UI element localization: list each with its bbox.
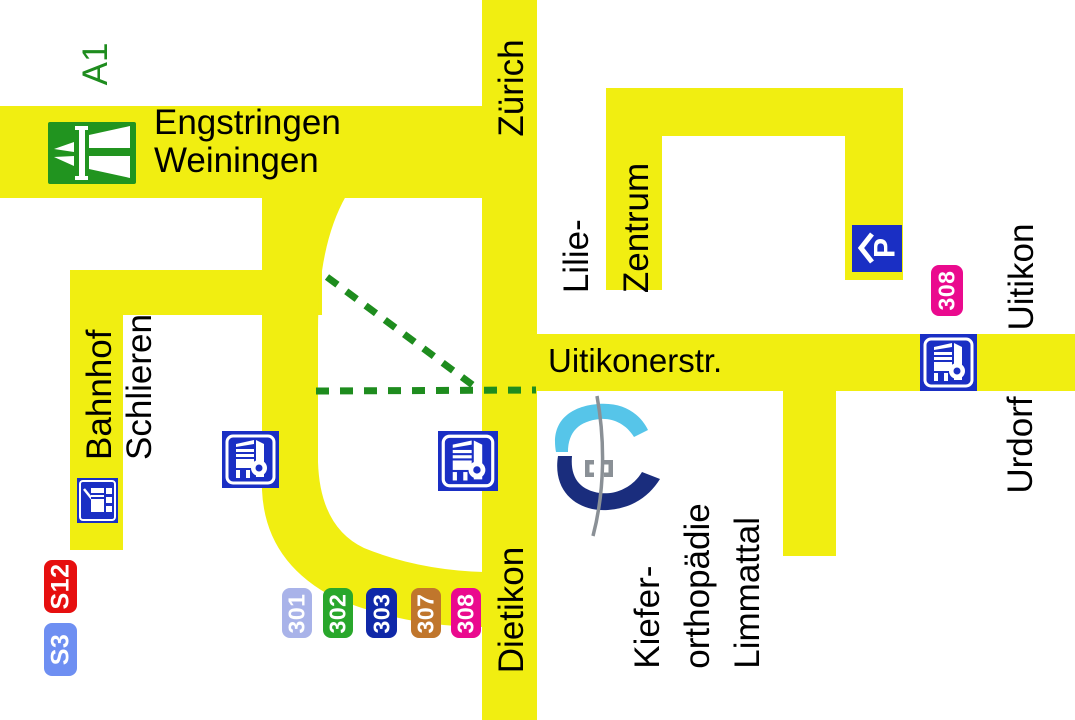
urdorf-label: Urdorf [1001, 396, 1040, 494]
badge-303: 303 [366, 588, 397, 638]
uitikonerstrasse-label: Uitikonerstr. [548, 342, 723, 379]
route-dashed-horizontal [315, 386, 537, 395]
practice-name-label: Kiefer- orthopädie Limmattal [628, 503, 767, 669]
road-zentrum-left-leg [606, 88, 662, 290]
badge-308-label: 308 [452, 593, 479, 633]
logo-lower-crescent [557, 456, 660, 511]
dietikon-label: Dietikon [492, 546, 531, 674]
badge-s3-label: S3 [46, 633, 74, 666]
badge-308: 308 [451, 588, 481, 638]
motorway-exit-label: Engstringen Weiningen [154, 103, 341, 180]
badge-301-label: 301 [283, 593, 310, 633]
badge-303-label: 303 [368, 593, 394, 633]
badge-308-uitikon: 308 [931, 265, 963, 316]
uitikon-label: Uitikon [1002, 223, 1041, 331]
route-dashed-diagonal [324, 274, 477, 389]
badge-s12-label: S12 [46, 563, 75, 610]
parking-letter: P [869, 238, 902, 258]
badge-308-uitikon-label: 308 [933, 270, 960, 311]
badge-301: 301 [282, 588, 312, 638]
badge-302: 302 [323, 588, 353, 638]
a1-label: A1 [76, 42, 115, 86]
motorway-junction-icon [48, 122, 136, 184]
zurich-label: Zürich [492, 39, 531, 137]
logo-upper-crescent [555, 403, 648, 452]
tooth-braces-logo [555, 395, 660, 537]
road-curve-branch [262, 196, 484, 627]
bus-stop-icon [920, 334, 977, 391]
badge-s12: S12 [44, 560, 77, 613]
lilie-zentrum-label: Lilie- Zentrum [557, 162, 656, 294]
badge-307-label: 307 [412, 593, 439, 633]
road-practice-access [783, 334, 836, 556]
parking-icon: P [852, 225, 902, 272]
logo-wire [591, 395, 605, 537]
logo-bracket [585, 460, 613, 477]
bus-stop-icon [438, 431, 498, 491]
badge-302-label: 302 [324, 593, 351, 633]
bahnhof-schlieren-label: Bahnhof Schlieren [80, 314, 159, 460]
badge-s3: S3 [44, 623, 77, 676]
train-station-icon [77, 478, 118, 523]
badge-307: 307 [411, 588, 441, 638]
bus-stop-icon [222, 431, 279, 488]
